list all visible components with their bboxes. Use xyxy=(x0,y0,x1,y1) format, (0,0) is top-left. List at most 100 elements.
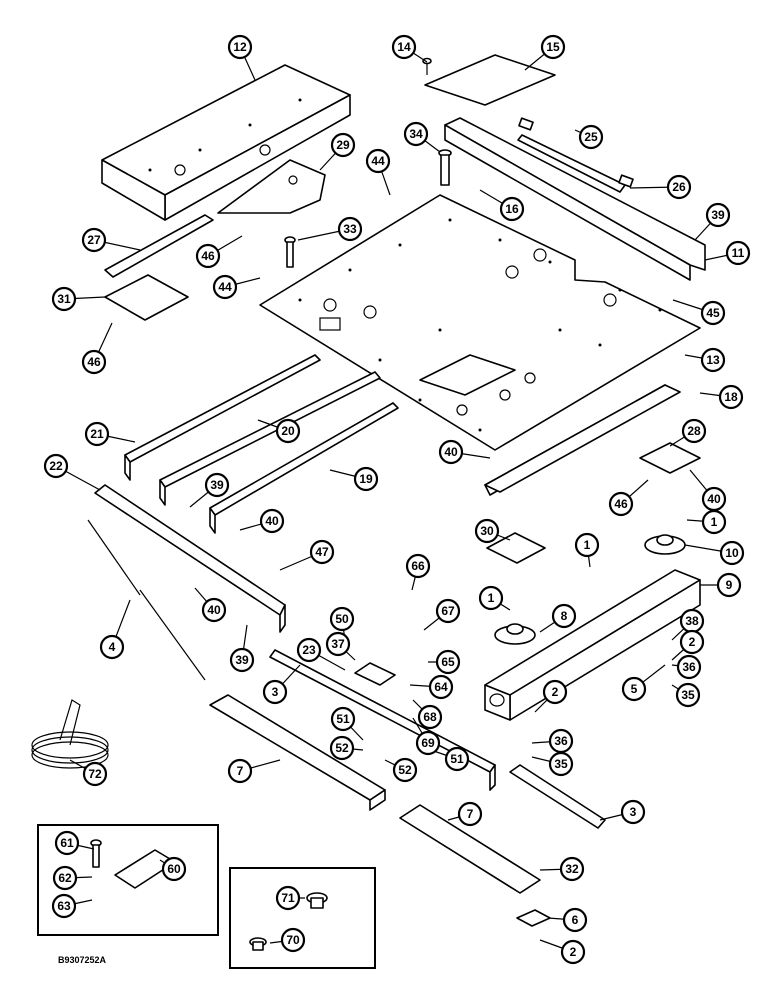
callout-circle xyxy=(296,637,322,663)
callout-number: 1 xyxy=(488,591,495,605)
callout-26: 26 xyxy=(666,174,692,200)
callout-44: 44 xyxy=(212,274,238,300)
callout-circle xyxy=(330,706,356,732)
part-20-channel xyxy=(159,371,381,506)
callout-number: 47 xyxy=(315,545,329,559)
callout-circle xyxy=(716,572,742,598)
callout-circle xyxy=(700,300,726,326)
callout-number: 61 xyxy=(60,836,74,850)
callout-33: 33 xyxy=(337,216,363,242)
callout-circle xyxy=(43,453,69,479)
callout-number: 14 xyxy=(397,40,411,54)
callout-number: 34 xyxy=(409,127,423,141)
callout-circle xyxy=(574,532,600,558)
callout-6: 6 xyxy=(562,907,588,933)
callout-circle xyxy=(560,939,586,965)
callout-circle xyxy=(681,418,707,444)
callout-circle xyxy=(161,856,187,882)
callout-50: 50 xyxy=(329,606,355,632)
callout-circle xyxy=(280,927,306,953)
callout-circle xyxy=(391,34,417,60)
part-6-block xyxy=(516,909,551,927)
callout-4: 4 xyxy=(99,634,125,660)
callout-circle xyxy=(392,757,418,783)
callout-64: 64 xyxy=(428,674,454,700)
callout-circle xyxy=(365,148,391,174)
callout-3: 3 xyxy=(620,799,646,825)
callout-number: 65 xyxy=(441,655,455,669)
callout-circle xyxy=(435,598,461,624)
callout-circle xyxy=(478,585,504,611)
callout-number: 40 xyxy=(207,603,221,617)
callout-circle xyxy=(51,893,77,919)
callout-51: 51 xyxy=(330,706,356,732)
callout-circle xyxy=(435,649,461,675)
callout-number: 64 xyxy=(434,680,448,694)
part-15-plate xyxy=(424,54,556,106)
callout-18: 18 xyxy=(718,384,744,410)
callout-66: 66 xyxy=(405,553,431,579)
callout-number: 10 xyxy=(725,546,739,560)
callout-40: 40 xyxy=(701,486,727,512)
callout-circle xyxy=(676,654,702,680)
callout-14: 14 xyxy=(391,34,417,60)
callout-2: 2 xyxy=(542,679,568,705)
callout-number: 40 xyxy=(444,445,458,459)
callout-circle xyxy=(195,243,221,269)
callout-circle xyxy=(262,679,288,705)
callout-circle xyxy=(542,679,568,705)
callout-number: 66 xyxy=(411,559,425,573)
callout-11: 11 xyxy=(725,240,751,266)
callout-19: 19 xyxy=(353,466,379,492)
part-7-angle-lower xyxy=(399,804,541,894)
callout-number: 52 xyxy=(335,741,349,755)
callout-circle xyxy=(608,491,634,517)
callout-circle xyxy=(701,509,727,535)
part-25-pad xyxy=(518,117,534,131)
callout-number: 18 xyxy=(724,390,738,404)
callout-36: 36 xyxy=(676,654,702,680)
callout-circle xyxy=(666,174,692,200)
part-4-gas-strut xyxy=(87,519,206,681)
callout-number: 72 xyxy=(88,767,102,781)
callout-number: 5 xyxy=(631,682,638,696)
callout-39: 39 xyxy=(229,647,255,673)
callout-number: 2 xyxy=(552,685,559,699)
callout-27: 27 xyxy=(81,227,107,253)
callout-circle xyxy=(417,704,443,730)
callout-number: 7 xyxy=(467,807,474,821)
callout-71: 71 xyxy=(275,885,301,911)
callout-number: 9 xyxy=(726,578,733,592)
callout-circle xyxy=(679,629,705,655)
part-19-channel xyxy=(209,402,399,534)
part-29-plate xyxy=(217,159,326,214)
callout-circle xyxy=(229,647,255,673)
callout-number: 62 xyxy=(58,871,72,885)
callout-circle xyxy=(227,34,253,60)
callout-45: 45 xyxy=(700,300,726,326)
callout-number: 30 xyxy=(480,524,494,538)
part-72-cable-coil xyxy=(31,699,109,769)
part-11-angle-strip xyxy=(444,117,706,281)
part-3-angle-lower xyxy=(509,764,606,829)
callout-40: 40 xyxy=(438,439,464,465)
callout-number: 45 xyxy=(706,306,720,320)
part-28-plate xyxy=(639,442,701,474)
callout-circle xyxy=(562,907,588,933)
callout-37: 37 xyxy=(325,631,351,657)
part-9-tube xyxy=(484,569,701,721)
callout-3: 3 xyxy=(262,679,288,705)
callout-circle xyxy=(330,132,356,158)
callout-circle xyxy=(275,885,301,911)
callout-number: 2 xyxy=(689,635,696,649)
part-21-channel xyxy=(124,354,321,481)
callout-number: 52 xyxy=(398,763,412,777)
callout-circle xyxy=(403,121,429,147)
callout-circle xyxy=(675,682,701,708)
callout-circle xyxy=(201,597,227,623)
callout-number: 28 xyxy=(687,424,701,438)
callout-number: 35 xyxy=(554,757,568,771)
callout-number: 63 xyxy=(57,899,71,913)
